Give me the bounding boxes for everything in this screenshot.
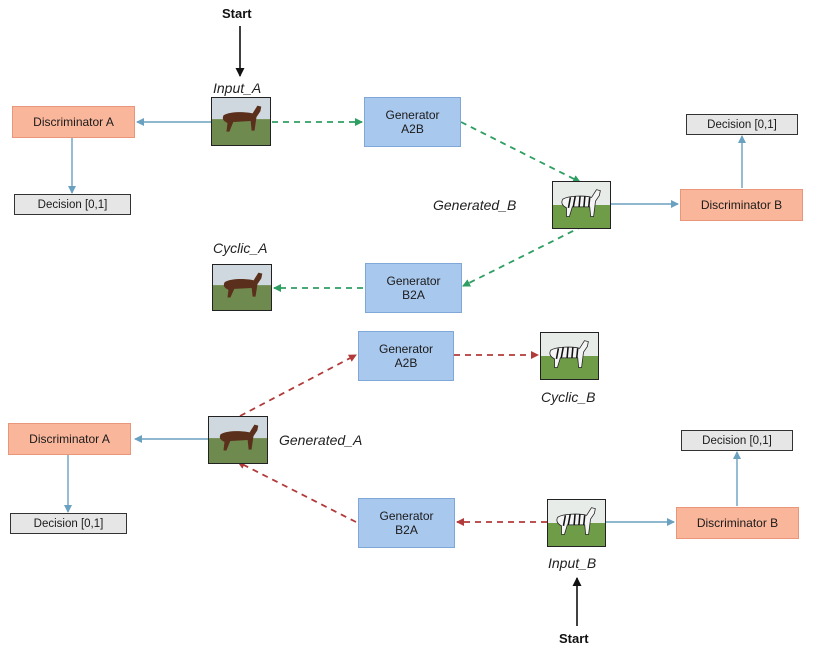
- zebra-image-generated-b: [552, 181, 611, 229]
- discriminator-b-bottom: Discriminator B: [676, 507, 799, 539]
- label-generated-b: Generated_B: [433, 197, 517, 213]
- red-gen-b2a-to-generated-a: [237, 461, 357, 523]
- discriminator-a-bottom: Discriminator A: [8, 423, 131, 455]
- label-input-b: Input_B: [548, 555, 597, 571]
- label-cyclic-a: Cyclic_A: [213, 240, 268, 256]
- gen-b2a-top-line2: B2A: [402, 288, 425, 302]
- green-generated-b-to-gen-b2a: [462, 225, 584, 287]
- zebra-image-cyclic-b: [540, 332, 599, 380]
- green-gen-a2b-to-generated-b: [460, 121, 581, 183]
- discriminator-a-top: Discriminator A: [12, 106, 135, 138]
- decision-box-b-bottom: Decision [0,1]: [681, 430, 793, 451]
- gen-a2b-top-line1: Generator: [385, 108, 440, 122]
- horse-icon: [209, 417, 267, 463]
- label-input-a: Input_A: [213, 80, 262, 96]
- decision-box-a-top: Decision [0,1]: [14, 194, 131, 215]
- decision-box-b-top: Decision [0,1]: [686, 114, 798, 135]
- horse-image-cyclic-a: [212, 264, 272, 311]
- label-generated-a: Generated_A: [279, 432, 363, 448]
- discriminator-b-top: Discriminator B: [680, 189, 803, 221]
- horse-image-generated-a: [208, 416, 268, 464]
- decision-box-a-bottom: Decision [0,1]: [10, 513, 127, 534]
- start-label-top: Start: [222, 6, 252, 21]
- gen-b2a-top-line1: Generator: [386, 274, 441, 288]
- gen-b2a-bottom-line1: Generator: [379, 509, 434, 523]
- horse-icon: [212, 98, 270, 145]
- horse-image-input-a: [211, 97, 271, 146]
- gen-a2b-bottom-line1: Generator: [378, 342, 434, 356]
- label-cyclic-b: Cyclic_B: [541, 389, 596, 405]
- start-label-bottom: Start: [559, 631, 589, 646]
- zebra-icon: [553, 182, 610, 228]
- horse-icon: [213, 265, 271, 310]
- zebra-image-input-b: [547, 499, 606, 547]
- zebra-icon: [548, 500, 605, 546]
- red-generated-a-to-gen-a2b: [239, 354, 357, 417]
- gen-a2b-bottom-line2: A2B: [394, 356, 418, 370]
- zebra-icon: [541, 333, 598, 379]
- gen-b2a-bottom-line2: B2A: [395, 523, 418, 537]
- gen-a2b-top-line2: A2B: [401, 122, 424, 136]
